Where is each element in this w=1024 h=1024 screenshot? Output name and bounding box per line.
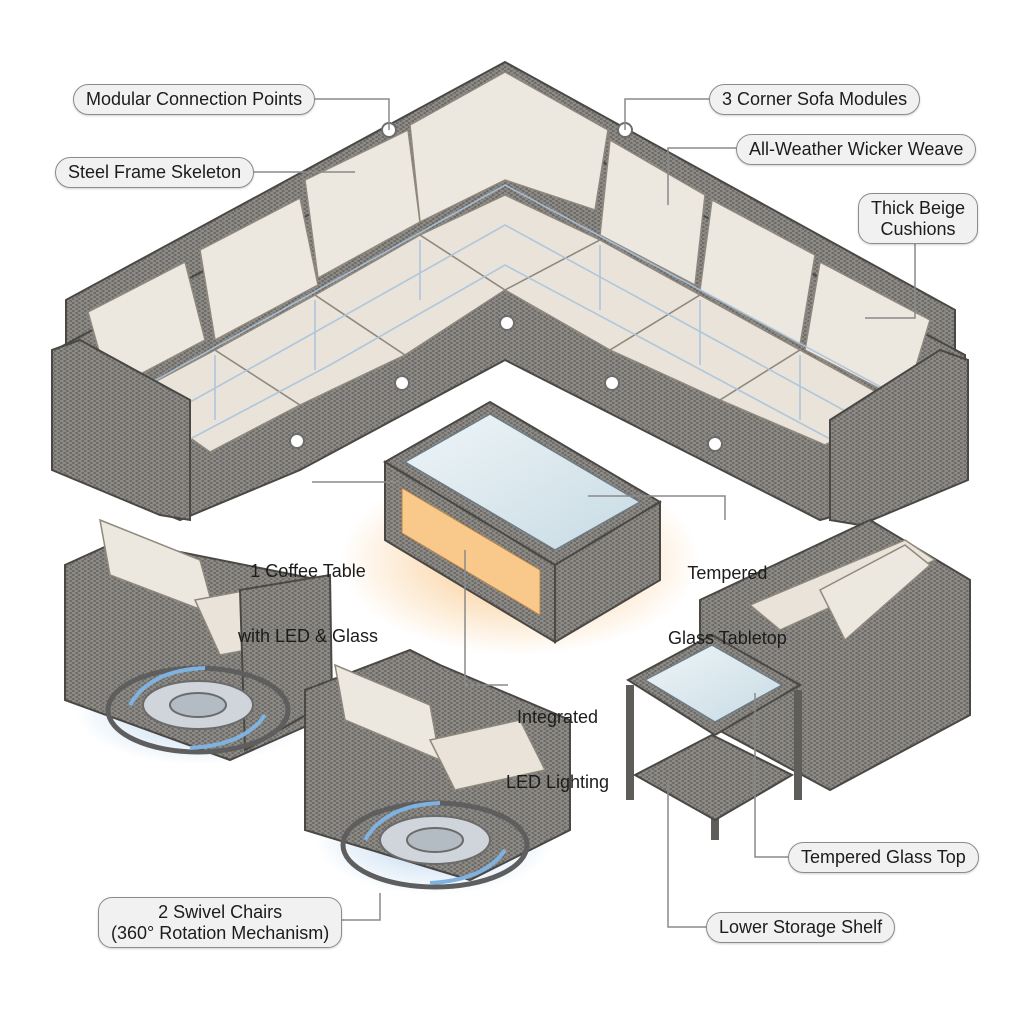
label-corner-sofa-modules: 3 Corner Sofa Modules [709,84,921,115]
side-table-glass [643,644,784,723]
label-swivel-chairs: 2 Swivel Chairs (360° Rotation Mechanism… [98,897,343,949]
sofa-left-arm [51,338,191,522]
label-tempered-glass-tabletop: Tempered Glass Tabletop [668,563,787,648]
sofa-back-cushions [87,71,931,404]
coffee-table-led-cavity [401,487,541,616]
label-coffee-table: 1 Coffee Table with LED & Glass [238,561,379,646]
lounge-chair-right [699,518,971,792]
coffee-table-glass [403,413,642,551]
label-tempered-glass-top: Tempered Glass Top [788,842,979,873]
steel-frame-skeleton [119,184,906,456]
swivel-rotation-arrows [128,666,267,750]
label-thick-beige-cushions: Thick Beige Cushions [858,193,979,245]
coffee-table [340,400,700,655]
label-lower-storage-shelf: Lower Storage Shelf [706,912,896,943]
sectional-sofa [51,60,969,527]
label-modular-connection-points: Modular Connection Points [73,84,316,115]
side-table [626,633,802,840]
swivel-chair-right [304,648,571,895]
side-table-shelf [632,733,795,822]
label-steel-frame-skeleton: Steel Frame Skeleton [55,157,255,188]
leader-lines [250,98,916,928]
coffee-table-side [554,500,661,644]
sofa-right-arm [829,348,969,527]
label-integrated-led: Integrated LED Lighting [506,707,610,792]
label-all-weather-wicker: All-Weather Wicker Weave [736,134,977,165]
swivel-chair-left [64,518,334,765]
